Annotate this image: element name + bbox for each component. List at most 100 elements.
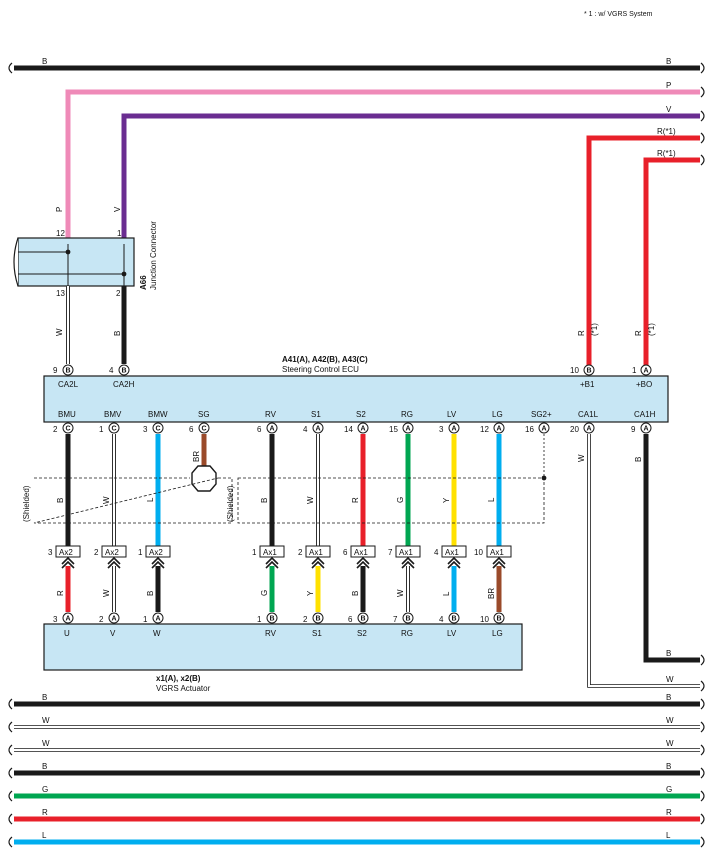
actuator-pin-connector: A (112, 616, 117, 623)
ecu-pin-number: 4 (303, 425, 308, 434)
ecu-pin-connector: C (202, 426, 207, 433)
ecu-top-pin-circle (583, 364, 595, 376)
ecu-pin-circle (402, 422, 414, 434)
ecu-pin-connector: A (361, 426, 366, 433)
junction-connector-name: Junction Connector (149, 221, 158, 290)
actuator-pin-number: 4 (439, 615, 444, 624)
bottom-bus-label-right: R (666, 808, 672, 817)
bottom-bus-label-right: W (666, 716, 674, 725)
inline-connector-s1: 2 Ax1 (298, 545, 331, 558)
ecu-wire-label: W (306, 496, 315, 504)
top-bus-label-left-b: B (42, 57, 47, 66)
ecu-pin-connector: C (66, 426, 71, 433)
ecu-pin-number: 2 (53, 425, 58, 434)
actuator-pin-connector: B (406, 616, 411, 623)
actuator-pin-circle (357, 612, 369, 624)
actuator-pin-connector: A (66, 616, 71, 623)
inline-connector-u: 3 Ax2 (48, 545, 81, 558)
actuator-pin-connector: A (156, 616, 161, 623)
actuator-pin-name: LV (447, 629, 457, 638)
actuator-wire-label: Y (306, 590, 315, 596)
break-mark-mid-right-1 (700, 654, 705, 666)
junction-connector-id: A66 (139, 275, 148, 290)
ecu-pin-name-lg: LG (492, 410, 503, 419)
ecu-pin-name-ca1l: CA1L (578, 410, 599, 419)
ecu-wire-label: Y (442, 497, 451, 503)
ecu-pin-circle (640, 422, 652, 434)
ecu-pin-connector: A (452, 426, 457, 433)
inline-connector-id: Ax2 (105, 548, 119, 557)
top-bus-label-right-r1: R(*1) (657, 127, 676, 136)
ecu-pin-number: 3 (439, 425, 444, 434)
ecu-pin-connector: A (406, 426, 411, 433)
bottom-bus-label-right: B (666, 762, 671, 771)
inline-connector-v: 2 Ax2 (94, 545, 127, 558)
ecu-pin-connector: A (270, 426, 275, 433)
ecu-wire-label: B (634, 457, 643, 462)
wire-label-r: R (634, 330, 643, 336)
ecu-pin-circle (198, 422, 210, 434)
bottom-bus-label-right: B (666, 693, 671, 702)
inline-connector-w: 1 Ax2 (138, 545, 171, 558)
bottom-bus-label-left: B (42, 693, 47, 702)
ecu-pin-name-bmw: BMW (148, 410, 168, 419)
actuator-name: VGRS Actuator (156, 684, 211, 693)
actuator-pin-circle (448, 612, 460, 624)
inline-connector-lv: 4 Ax1 (434, 545, 467, 558)
ecu-wire-label: W (102, 496, 111, 504)
ecu-top-pin-connector: B (66, 368, 71, 375)
break-mark-mid-right-2 (700, 680, 705, 692)
ecu-pin-number: 3 (143, 425, 148, 434)
break-mark-top-right-3 (700, 110, 705, 122)
break-mark-top-right-1 (700, 62, 705, 74)
ecu-pin-name-s1: S1 (311, 410, 321, 419)
bottom-bus-label-right: L (666, 831, 671, 840)
actuator-pin-circle (108, 612, 120, 624)
ecu-pin-number: 16 (525, 425, 534, 434)
shielded-label-motor: (Shielded) (22, 485, 31, 522)
ecu-wire-label: B (260, 498, 269, 503)
ecu-pin-circle (152, 422, 164, 434)
actuator-pin-connector: B (316, 616, 321, 623)
actuator-wire-label: G (260, 590, 269, 596)
ecu-pin-circle (312, 422, 324, 434)
wire-label-r: R (577, 330, 586, 336)
actuator-pin-number: 1 (257, 615, 262, 624)
ecu-pin-name-sg2plus: SG2+ (531, 410, 552, 419)
actuator-pin-number: 1 (143, 615, 148, 624)
ecu-pin-connector: A (497, 426, 502, 433)
junction-pin-number: 2 (116, 289, 121, 298)
actuator-pin-connector: B (497, 616, 502, 623)
top-bus-wire-r1 (586, 135, 700, 366)
actuator-pins: 3 A U 2 A V 1 A W 1 B RV 2 B S1 6 B S2 7… (53, 612, 505, 638)
wire-ca1h (643, 434, 700, 663)
ecu-top-pin-connector: B (122, 368, 127, 375)
wire-label-p: P (55, 207, 64, 212)
bottom-bus-label-right: G (666, 785, 672, 794)
actuator-pin-circle (493, 612, 505, 624)
ecu-pin-name-sg: SG (198, 410, 210, 419)
actuator-pin-circle (266, 612, 278, 624)
inline-connector-s2: 6 Ax1 (343, 545, 376, 558)
actuator-pin-number: 6 (348, 615, 353, 624)
inline-connector-id: Ax2 (59, 548, 73, 557)
shield-ground-point (191, 465, 217, 492)
inline-connector-rv: 1 Ax1 (252, 545, 285, 558)
inline-pin-number: 10 (474, 548, 483, 557)
ecu-pin-circle (62, 422, 74, 434)
shield-region-motor (33, 477, 233, 524)
inline-pin-number: 1 (138, 548, 143, 557)
actuator-pin-number: 10 (480, 615, 489, 624)
wire-note-1: (*1) (647, 323, 656, 336)
actuator-pin-circle (402, 612, 414, 624)
ecu-pin-circle (538, 422, 550, 434)
actuator-pin-name: RV (265, 629, 277, 638)
bottom-bus-label-left: W (42, 739, 50, 748)
terminal-chevrons (61, 556, 506, 569)
ecu-wire-label: R (351, 497, 360, 503)
actuator-pin-connector: B (270, 616, 275, 623)
ecu-pin-circle (357, 422, 369, 434)
ecu-top-pin-name: CA2H (113, 380, 135, 389)
steering-control-ecu (43, 375, 669, 423)
